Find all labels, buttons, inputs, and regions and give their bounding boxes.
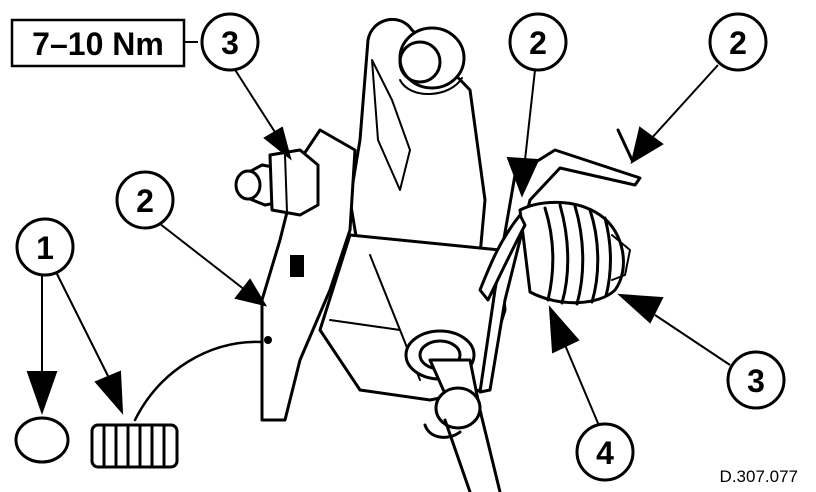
lower-pivot-pin — [404, 329, 482, 430]
spring-hook — [478, 213, 527, 302]
return-spring-coil — [518, 200, 631, 306]
arrow-head — [26, 371, 58, 416]
torque-spec: 7–10 Nm — [10, 18, 186, 68]
callout-c2-left: 2 — [115, 170, 175, 230]
callout-c1: 1 — [15, 217, 75, 277]
callout-c2-mid: 2 — [508, 12, 568, 72]
callout-number: 2 — [529, 25, 547, 61]
arrow-head — [94, 370, 124, 415]
pedal-rod — [443, 418, 472, 492]
torque-label: 7–10 Nm — [32, 26, 164, 62]
callout-number: 2 — [136, 183, 154, 219]
arrow-head — [548, 305, 580, 354]
loose-parts — [14, 416, 179, 469]
circlip — [14, 416, 70, 464]
cable-curve — [133, 340, 264, 422]
pedal-arm-rib — [371, 59, 411, 191]
pedal-assembly-drawing — [133, 18, 642, 492]
callout-c4: 4 — [575, 422, 635, 482]
leader-lines — [26, 41, 731, 429]
lower-arm — [318, 233, 507, 402]
top-pivot-pin — [398, 26, 466, 95]
arrow-head — [617, 293, 664, 324]
callout-number: 4 — [596, 435, 614, 471]
callout-c3-right: 3 — [726, 350, 786, 410]
threaded-sleeve — [90, 423, 179, 469]
callout-number: 2 — [729, 25, 747, 61]
callout-c3-top: 3 — [200, 12, 260, 72]
callout-number: 1 — [36, 230, 54, 266]
drawing-code: D.307.077 — [720, 467, 798, 486]
callout-number: 3 — [747, 363, 765, 399]
callout-c2-right: 2 — [708, 12, 768, 72]
callout-number: 3 — [221, 25, 239, 61]
arrow-head — [506, 156, 540, 198]
arrow-head — [263, 126, 292, 161]
pedal-rod-2 — [478, 408, 502, 492]
arrow-head — [234, 278, 268, 307]
bolt — [234, 148, 320, 217]
arrow-head — [630, 126, 664, 165]
